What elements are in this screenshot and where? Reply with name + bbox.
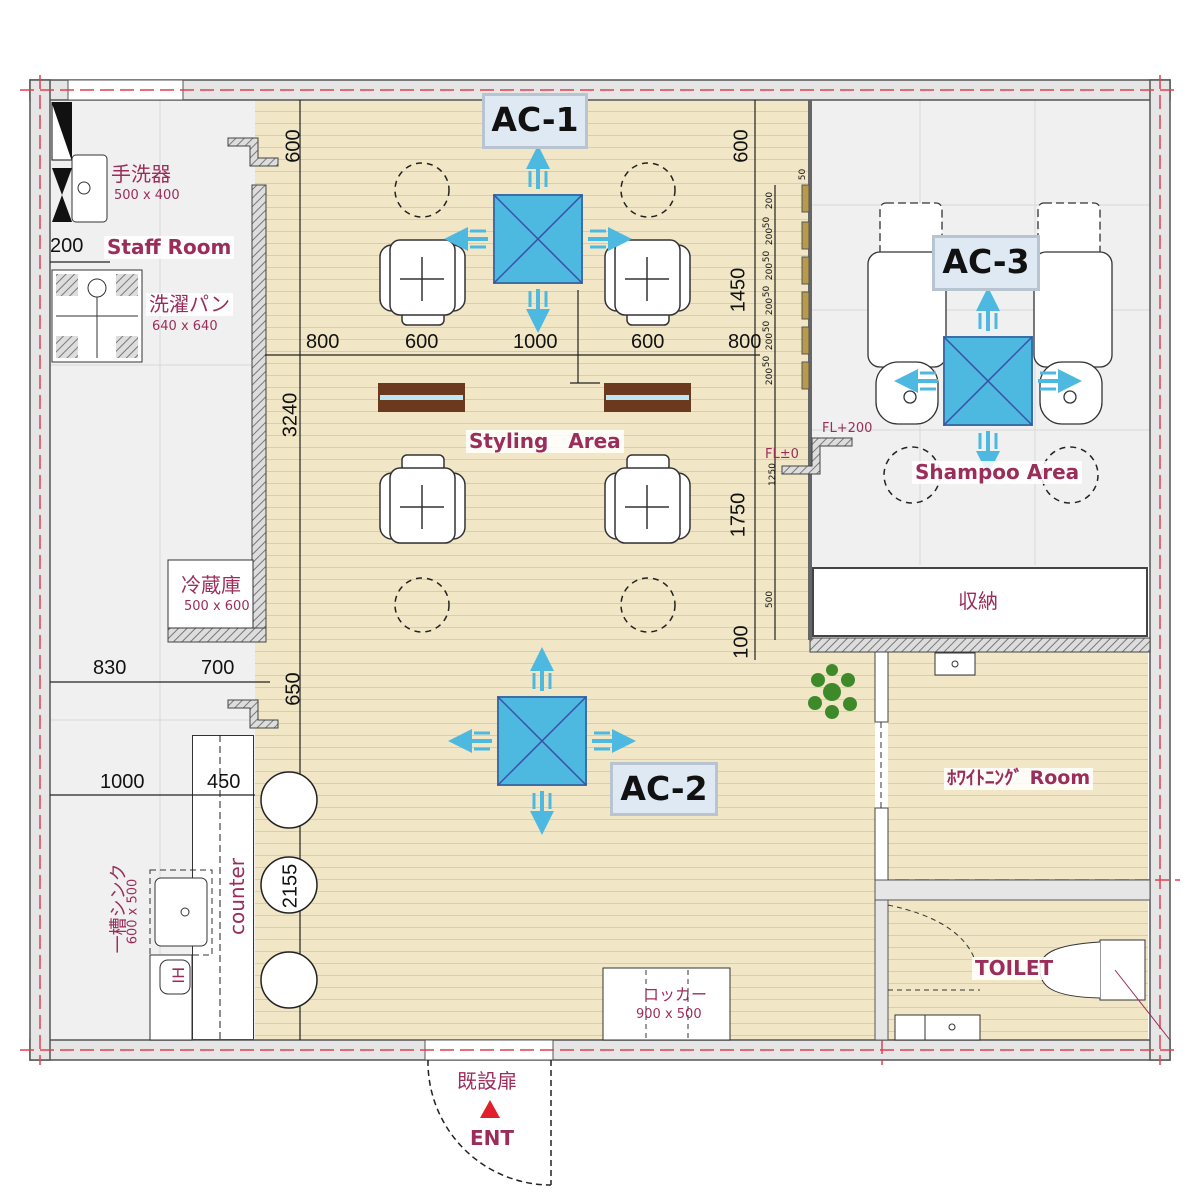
dim-450: 450 [207, 771, 241, 793]
counter-stools [260, 771, 318, 1009]
ladder-dim-label: 200 [765, 367, 776, 386]
airflow-arrow-icon [448, 729, 492, 753]
shampoo-chairs [867, 202, 1113, 425]
entrance-arrow-icon [480, 1100, 500, 1118]
ladder-dim-label: 50 [762, 320, 773, 333]
hand-sink-size: 500 x 400 [114, 188, 180, 203]
airflow-arrow-icon [1038, 369, 1082, 393]
locker [602, 967, 731, 1041]
fridge-label: 冷蔵庫 [181, 573, 241, 597]
fridge [167, 559, 254, 629]
ih-label: IH [169, 966, 189, 984]
ladder-dim-label: 200 [765, 227, 776, 246]
staff-room-label: Staff Room [104, 236, 235, 259]
ladder-dim-label: 200 [765, 191, 776, 210]
fl-floor-label: FL±0 [765, 447, 799, 462]
ladder-dim-label: 500 [765, 590, 776, 609]
ac-2-unit [448, 647, 636, 835]
dim-600-right: 600 [730, 129, 753, 163]
counter-label: counter [224, 858, 249, 935]
dim-2155: 2155 [279, 863, 302, 909]
ac-units [444, 145, 1082, 835]
ladder-dim-label: 50 [762, 216, 773, 229]
styling-area-floor [255, 100, 810, 645]
ladder-dim-label: 200 [765, 297, 776, 316]
dim-1750: 1750 [727, 492, 750, 538]
outer-walls [20, 75, 1180, 1065]
airflow-arrow-icon [526, 145, 550, 189]
whitening-room-label: ﾎﾜｲﾄﾆﾝｸﾞ Room [944, 767, 1094, 790]
storage-label: 収納 [958, 589, 998, 613]
styling-chair [379, 454, 466, 544]
plant-icon [808, 664, 857, 719]
ladder-dim-label: 50 [762, 285, 773, 298]
ac-1-unit [444, 145, 632, 333]
toilet-label: TOILET [972, 957, 1057, 980]
storage-cabinet [812, 567, 1148, 637]
styling-chairs [379, 239, 691, 544]
styling-chair [379, 239, 466, 326]
ih-cooktop [159, 959, 191, 995]
airflow-arrow-icon [976, 287, 1000, 331]
dim-row-3: 600 [631, 331, 665, 353]
staff-fixtures [51, 101, 254, 1041]
dim-row-0: 800 [306, 331, 340, 353]
dim-600-left: 600 [282, 129, 305, 163]
dim-row-2: 1000 [513, 331, 558, 353]
airflow-arrow-icon [976, 431, 1000, 475]
dim-650: 650 [282, 672, 305, 706]
airflow-arrow-icon [530, 647, 554, 691]
airflow-arrow-icon [894, 369, 938, 393]
sink-size: 600 x 500 [125, 878, 141, 945]
washer-pan-label: 洗濯パン [146, 293, 233, 316]
sink [149, 869, 213, 956]
inner-walls [167, 100, 1151, 1041]
fl-raised-label: FL+200 [822, 421, 873, 436]
styling-chair [604, 239, 691, 326]
styling-chair [604, 454, 691, 544]
ladder-dim-label: 200 [765, 262, 776, 281]
ladder-dim-label: 200 [765, 332, 776, 351]
airflow-arrow-icon [444, 227, 488, 251]
styling-mirrors [378, 184, 810, 412]
whitening-room-floor [888, 652, 1148, 880]
ladder-dim-label: 50 [762, 250, 773, 263]
styling-area-label: Styling Area [466, 430, 624, 453]
ac-3-label: AC-3 [932, 235, 1040, 291]
dim-row-1: 600 [405, 331, 439, 353]
entrance-door-swing[interactable] [427, 1059, 552, 1186]
airflow-arrow-icon [530, 791, 554, 835]
ladder-dim-label: 50 [762, 355, 773, 368]
toilet-fixtures [887, 652, 1171, 1041]
dim-700: 700 [201, 657, 235, 679]
ac-1-label: AC-1 [482, 93, 588, 149]
ladder-dim-label: 1250 [767, 463, 778, 486]
airflow-arrow-icon [592, 729, 636, 753]
airflow-arrow-icon [588, 227, 632, 251]
washer-pan-size: 640 x 640 [152, 319, 218, 334]
dim-1450: 1450 [727, 267, 750, 313]
dim-100: 100 [730, 625, 753, 659]
shampoo-area-label: Shampoo Area [912, 461, 1083, 484]
door-label: 既設扉 [457, 1069, 517, 1093]
ladder-dim-label: 50 [798, 168, 809, 181]
dim-row-4: 800 [728, 331, 762, 353]
locker-size: 900 x 500 [636, 1007, 702, 1022]
ac-3-unit [894, 287, 1082, 475]
airflow-arrow-icon [526, 289, 550, 333]
hand-sink-label: 手洗器 [111, 162, 171, 186]
ac-2-label: AC-2 [610, 762, 718, 816]
entrance-label[interactable]: ENT [470, 1126, 515, 1150]
dim-1000: 1000 [100, 771, 145, 793]
locker-label: ロッカー [643, 985, 708, 1004]
dim-830: 830 [93, 657, 127, 679]
fridge-size: 500 x 600 [184, 599, 250, 614]
dim-200: 200 [50, 235, 84, 257]
dim-3240: 3240 [279, 392, 302, 438]
